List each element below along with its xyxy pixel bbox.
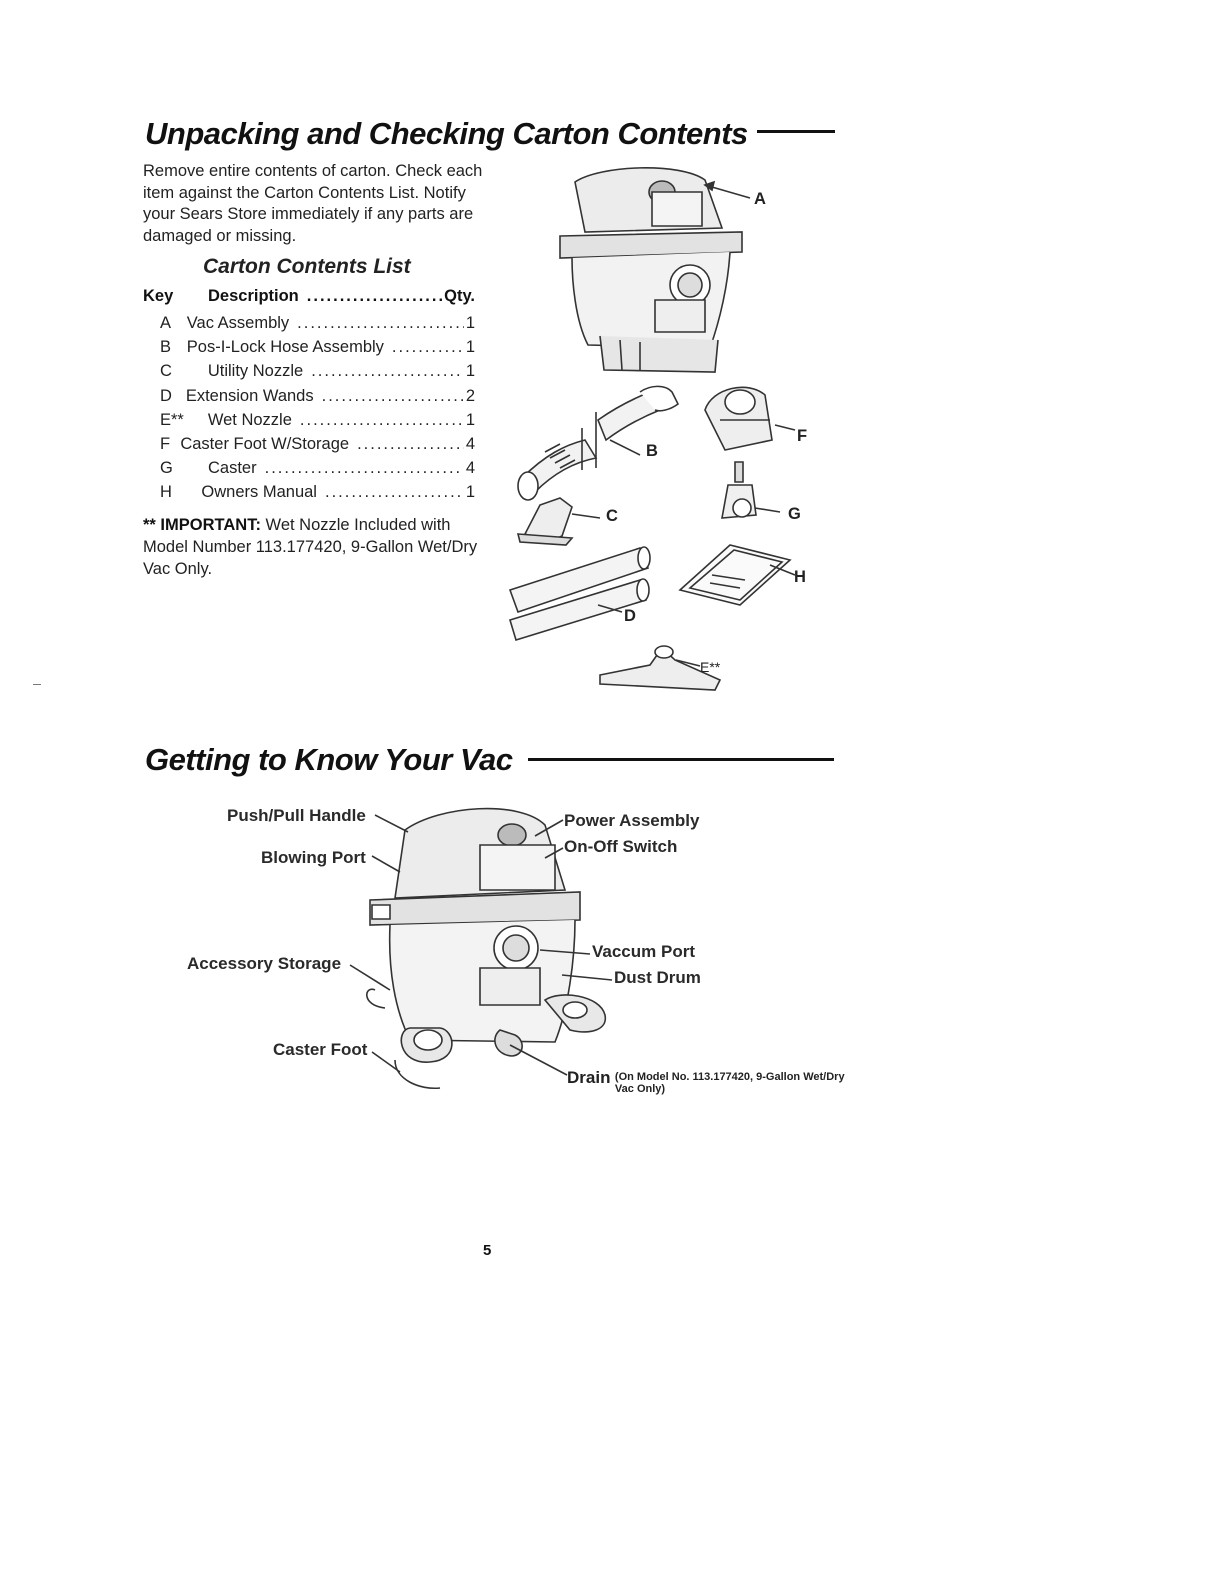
item-key: D [160,386,172,405]
item-key: G [160,459,173,478]
header-qty: Qty. [444,287,475,305]
item-description: Extension Wands [185,386,314,405]
header-description: Description ............................… [208,287,475,305]
labeled-vac-illustration [350,809,612,1089]
edge-mark [33,684,41,685]
item-qty: 1 [465,362,475,381]
header-description-label: Description [208,287,299,305]
section-title-unpacking: Unpacking and Checking Carton Contents [145,116,748,151]
important-note: ** IMPORTANT: Wet Nozzle Included with M… [143,514,488,580]
item-qty: 4 [465,434,475,453]
list-item: C Utility Nozzle........................… [143,362,475,386]
list-item: F Caster Foot W/Storage.................… [143,435,475,459]
label-accessory-storage: Accessory Storage [187,954,342,973]
list-item: B Pos-I-Lock Hose Assembly..............… [143,338,475,362]
header-key: Key [143,287,174,305]
vac-assembly-illustration [560,168,750,372]
page-number: 5 [483,1242,492,1259]
important-text: Wet Nozzle Included with Model Number 11… [143,516,478,578]
list-item: E** Wet Nozzle..........................… [143,411,475,435]
list-item: D Extension Wands.......................… [143,387,475,411]
label-blowing-port: Blowing Port [261,848,366,867]
contents-list: A Vac Assembly..........................… [143,314,475,508]
label-vaccum-port: Vaccum Port [592,942,695,961]
item-qty: 4 [465,459,475,478]
callout-c: C [606,507,618,525]
item-qty: 2 [465,386,475,405]
caster-illustration [722,462,780,518]
item-key: B [160,338,172,357]
label-dust-drum: Dust Drum [614,968,701,987]
drain-label: Drain (On Model No. 113.177420, 9-Gallon… [567,1068,850,1095]
callout-g: G [788,505,801,523]
callout-a: A [754,190,766,208]
section-title-getting-to-know: Getting to Know Your Vac [145,742,513,777]
item-description: Caster Foot W/Storage [180,434,350,453]
drain-note: (On Model No. 113.177420, 9-Gallon Wet/D… [614,1071,845,1095]
carton-contents-list-title: Carton Contents List [203,255,411,278]
item-description: Vac Assembly [186,314,290,332]
item-description: Pos-I-Lock Hose Assembly [186,338,384,357]
item-key: E** [160,410,184,429]
item-qty: 1 [465,338,475,357]
item-description: Caster [208,459,257,478]
item-description: Utility Nozzle [207,362,304,381]
label-on-off-switch: On-Off Switch [564,837,678,856]
extension-wands-illustration [510,547,650,640]
callout-f: F [797,427,808,445]
item-qty: 1 [465,314,475,332]
list-item: A Vac Assembly..........................… [143,314,475,338]
owners-manual-illustration [680,545,795,605]
callout-d: D [624,607,636,625]
item-key: F [160,434,171,453]
item-description: Owners Manual [201,483,317,502]
item-qty: 1 [465,483,475,502]
item-key: A [160,314,172,332]
label-power-assembly: Power Assembly [564,811,700,830]
item-key: H [160,483,172,502]
item-description: Wet Nozzle [207,410,292,429]
item-qty: 1 [465,410,475,429]
hose-illustration [518,386,678,500]
utility-nozzle-illustration [518,498,600,545]
item-key: C [160,362,172,381]
callout-h: H [794,568,806,586]
caster-foot-illustration [705,387,795,450]
wet-nozzle-illustration [600,646,720,690]
important-label: ** IMPORTANT: [143,516,261,534]
callout-b: B [646,442,658,460]
intro-paragraph: Remove entire contents of carton. Check … [143,162,483,245]
list-item: G Caster..............................4 [143,459,475,483]
list-item: H Owners Manual.........................… [143,483,475,507]
title-rule [528,758,834,761]
label-push-pull-handle: Push/Pull Handle [227,806,366,825]
label-caster-foot: Caster Foot [273,1040,368,1059]
label-drain: Drain [567,1068,611,1087]
title-rule [757,130,835,133]
callout-e: E** [700,659,721,675]
